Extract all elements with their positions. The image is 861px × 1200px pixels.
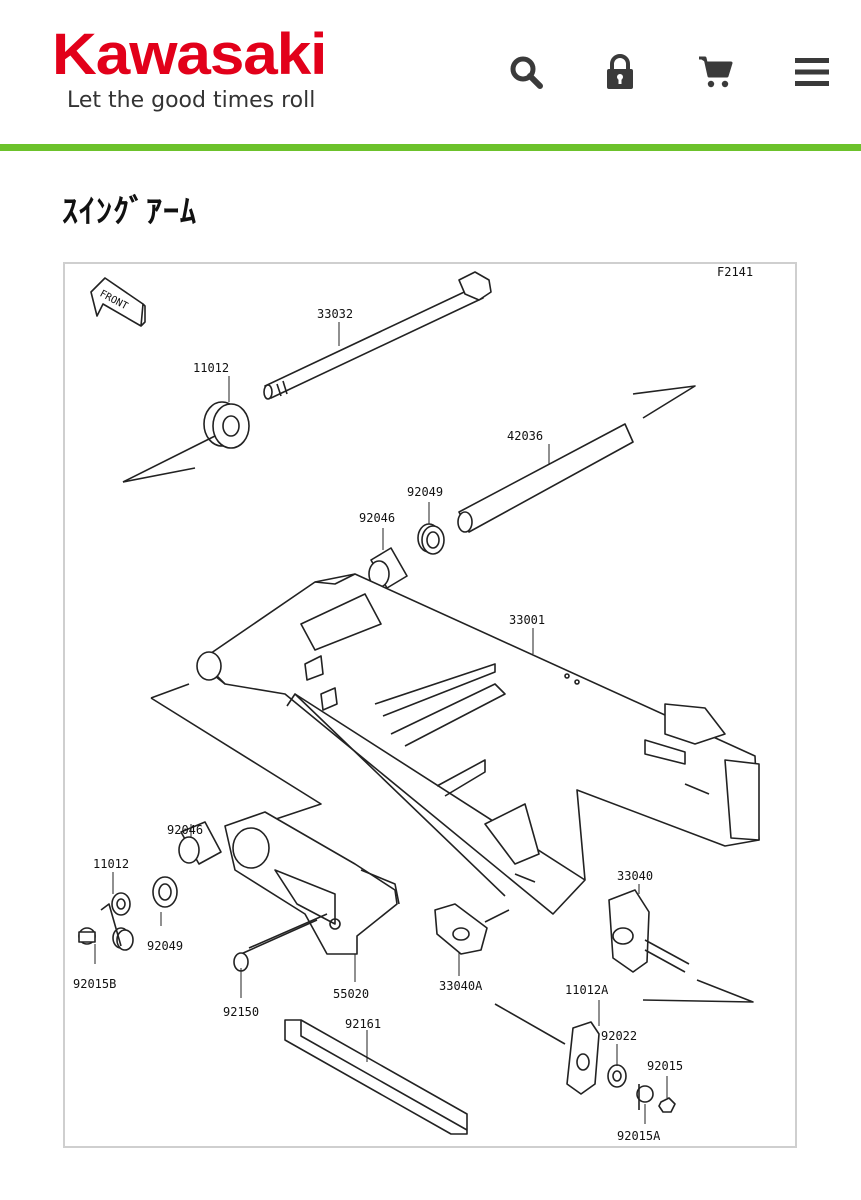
collar-tube [457, 385, 696, 533]
part-92046-left[interactable]: 92046 [167, 823, 203, 837]
diagram-code: F2141 [717, 265, 753, 279]
right-hardware [494, 1003, 676, 1113]
parts-diagram: F2141 FRONT 33032 11012 42036 92049 9204… [63, 262, 797, 1148]
bearing-top [122, 401, 250, 483]
part-92049-top[interactable]: 92049 [407, 485, 443, 499]
swingarm-body [150, 573, 760, 915]
chain-guard [224, 811, 400, 955]
site-header: Kawasaki Let the good times roll [0, 0, 861, 144]
part-92015[interactable]: 92015 [647, 1059, 683, 1073]
needle-bearing-top [368, 547, 408, 589]
part-92161[interactable]: 92161 [345, 1017, 381, 1031]
part-11012A[interactable]: 11012A [565, 983, 609, 997]
leader-lines [94, 322, 668, 1124]
part-11012-top[interactable]: 11012 [193, 361, 229, 375]
bolt-92150 [233, 913, 328, 972]
part-92015A[interactable]: 92015A [617, 1129, 661, 1143]
part-92150[interactable]: 92150 [223, 1005, 259, 1019]
part-33040[interactable]: 33040 [617, 869, 653, 883]
cart-icon[interactable] [696, 52, 736, 92]
chain-adjuster [608, 889, 754, 1003]
chain-slider [284, 1019, 468, 1135]
adjuster-plate-a [434, 903, 510, 955]
part-42036[interactable]: 42036 [507, 429, 543, 443]
left-hardware [78, 821, 222, 951]
part-55020[interactable]: 55020 [333, 987, 369, 1001]
page-title: ｽｲﾝｸﾞｱｰﾑ [62, 192, 198, 230]
part-92046-top[interactable]: 92046 [359, 511, 395, 525]
front-arrow-icon [90, 277, 146, 327]
part-11012-left[interactable]: 11012 [93, 857, 129, 871]
part-33001[interactable]: 33001 [509, 613, 545, 627]
part-33040A[interactable]: 33040A [439, 979, 483, 993]
header-accent-bar [0, 144, 861, 151]
axle-bolt [263, 271, 492, 400]
seal-top [417, 523, 445, 555]
brand-tagline: Let the good times roll [67, 88, 316, 113]
part-92022[interactable]: 92022 [601, 1029, 637, 1043]
part-33032[interactable]: 33032 [317, 307, 353, 321]
part-92015B[interactable]: 92015B [73, 977, 116, 991]
lock-icon[interactable] [600, 52, 640, 92]
swingarm-diagram: F2141 FRONT 33032 11012 42036 92049 9204… [73, 265, 760, 1143]
search-icon[interactable] [506, 52, 546, 92]
part-92049-left[interactable]: 92049 [147, 939, 183, 953]
menu-icon[interactable] [792, 52, 832, 92]
kawasaki-logo[interactable]: Kawasaki [52, 22, 327, 87]
